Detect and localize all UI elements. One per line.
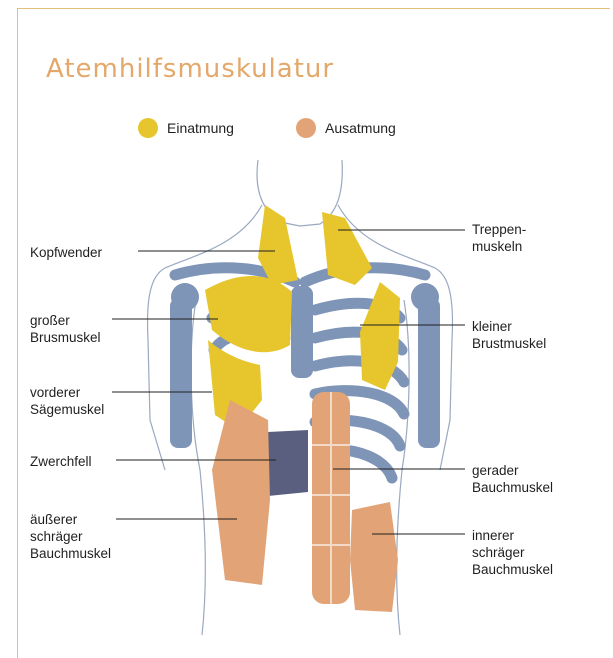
label-zwerchfell: Zwerchfell xyxy=(30,453,92,470)
label-aeusserer-schraeger-bauchmuskel: äußerer schräger Bauchmuskel xyxy=(30,511,111,562)
label-line: schräger xyxy=(30,528,111,545)
label-kleiner-brustmuskel: kleiner Brustmuskel xyxy=(472,318,546,352)
body-outline xyxy=(148,160,453,635)
label-line: Bauchmuskel xyxy=(472,561,553,578)
label-gerader-bauchmuskel: gerader Bauchmuskel xyxy=(472,462,553,496)
label-line: schräger xyxy=(472,544,553,561)
diaphragm xyxy=(268,430,308,496)
label-grosser-brustmuskel: großer Brusmuskel xyxy=(30,312,101,346)
label-line: Treppen- xyxy=(472,221,526,238)
label-innerer-schraeger-bauchmuskel: innerer schräger Bauchmuskel xyxy=(472,527,553,578)
label-line: großer xyxy=(30,312,101,329)
label-line: Bauchmuskel xyxy=(30,545,111,562)
label-kopfwender: Kopfwender xyxy=(30,244,102,261)
label-line: Brusmuskel xyxy=(30,329,101,346)
label-vorderer-saegemuskel: vorderer Sägemuskel xyxy=(30,384,104,418)
label-treppenmuskeln: Treppen- muskeln xyxy=(472,221,526,255)
label-line: äußerer xyxy=(30,511,111,528)
sternum xyxy=(291,286,313,378)
label-line: vorderer xyxy=(30,384,104,401)
label-line: Sägemuskel xyxy=(30,401,104,418)
label-line: kleiner xyxy=(472,318,546,335)
label-line: innerer xyxy=(472,527,553,544)
label-line: muskeln xyxy=(472,238,526,255)
label-line: Bauchmuskel xyxy=(472,479,553,496)
label-line: gerader xyxy=(472,462,553,479)
label-line: Brustmuskel xyxy=(472,335,546,352)
